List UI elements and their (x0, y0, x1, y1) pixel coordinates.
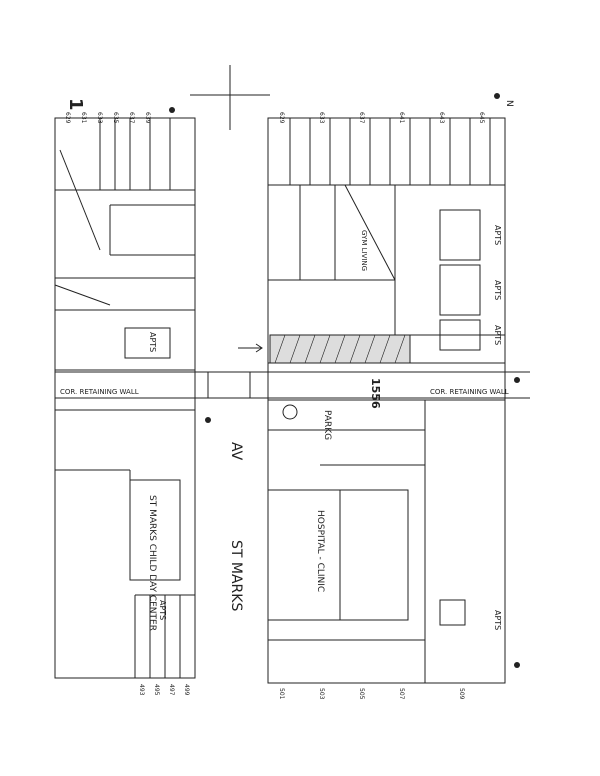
house-number: 501 (278, 688, 285, 700)
dot-marker (169, 107, 175, 113)
street-name: ST MARKS (228, 540, 244, 611)
apartments-label-left-lower: APTS (158, 600, 167, 620)
apartments-label-right-2: APTS (493, 280, 502, 300)
arrow-icon (238, 343, 263, 353)
right-block (267, 117, 506, 684)
apartments-label-right: APTS (493, 225, 502, 245)
house-number: 645 (478, 112, 485, 124)
cross-street-label-left: COR. RETAINING WALL (60, 388, 139, 396)
house-number: 637 (128, 112, 135, 124)
cross-street-label-right: COR. RETAINING WALL (430, 388, 509, 396)
house-number: 509 (458, 688, 465, 700)
apartments-label-left: APTS (148, 332, 157, 352)
house-number: 635 (112, 112, 119, 124)
house-number: 493 (138, 684, 145, 696)
house-number: 637 (358, 112, 365, 124)
dot-marker (494, 93, 500, 99)
house-numbers-left-bottom: 493 495 497 499 (138, 684, 190, 696)
house-number: 629 (64, 112, 71, 124)
living-label: GYM LIVING (360, 230, 368, 271)
apartments-label-right-4: APTS (493, 610, 502, 630)
house-number: 633 (318, 112, 325, 124)
elevator-icon (282, 404, 298, 420)
house-number: 631 (80, 112, 87, 124)
house-number: 629 (278, 112, 285, 124)
cross-street (55, 371, 530, 399)
registration-mark-top (190, 65, 270, 130)
house-number: 641 (398, 112, 405, 124)
house-number: 639 (144, 112, 151, 124)
house-number: 497 (168, 684, 175, 696)
hatch-lines (274, 334, 406, 364)
dot-marker (205, 417, 211, 423)
lot-number: 1556 (369, 378, 382, 409)
house-numbers-right-bottom: 501 503 505 507 509 (278, 688, 465, 700)
house-number: 495 (153, 684, 160, 696)
park-label: PARKG (322, 410, 332, 440)
house-number: 643 (438, 112, 445, 124)
house-numbers-left: 629 631 633 635 637 639 (64, 112, 151, 124)
clinic-label: HOSPITAL - CLINIC (315, 510, 325, 592)
house-numbers-right: 629 633 637 641 643 645 (278, 112, 485, 124)
house-number: 499 (183, 684, 190, 696)
dot-marker (514, 377, 520, 383)
sheet-number: 1 (65, 98, 86, 111)
day-center-label: ST MARKS CHILD DAY CENTER (147, 495, 157, 631)
compass-mark: N (504, 100, 514, 107)
apartment-units (439, 209, 481, 351)
apartments-label-right-3: APTS (493, 325, 502, 345)
dot-marker (514, 662, 520, 668)
house-number: 633 (96, 112, 103, 124)
house-number: 505 (358, 688, 365, 700)
house-number: 503 (318, 688, 325, 700)
street-type: AV (228, 442, 244, 461)
house-number: 507 (398, 688, 405, 700)
